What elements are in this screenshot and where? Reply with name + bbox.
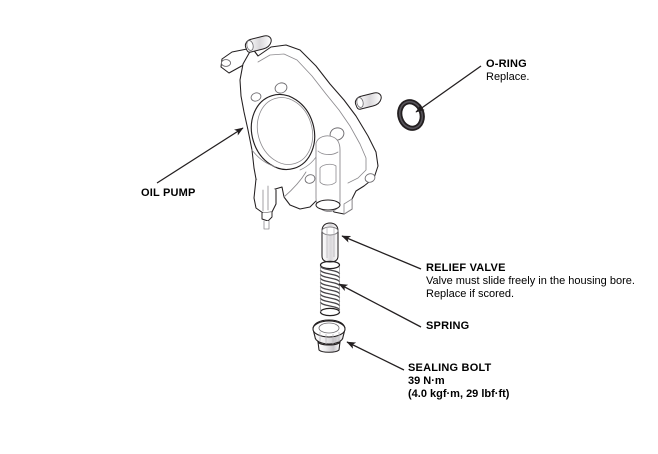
callout-o-ring-note: Replace.	[486, 70, 530, 83]
callout-spring-heading: SPRING	[426, 320, 470, 332]
callout-o-ring: O-RING Replace.	[486, 58, 529, 84]
leader-sealing-bolt	[346, 341, 405, 371]
callout-relief-valve-heading: RELIEF VALVE	[426, 262, 506, 274]
relief-valve-plunger	[321, 222, 339, 263]
sealing-bolt	[312, 319, 346, 353]
callout-oil-pump-heading: OIL PUMP	[141, 187, 196, 199]
leader-relief-valve	[341, 235, 422, 270]
oil-pump-housing	[220, 44, 379, 230]
callout-relief-valve-note-1: Valve must slide freely in the housing b…	[426, 274, 635, 287]
callout-sealing-bolt-torque-alt: (4.0 kgf·m, 29 lbf·ft)	[408, 387, 510, 400]
callout-spring: SPRING	[426, 320, 469, 333]
leader-spring	[338, 283, 422, 328]
dowel-pin-right	[354, 92, 382, 110]
leader-o-ring	[415, 65, 482, 113]
callout-relief-valve-note-2: Replace if scored.	[426, 287, 515, 300]
coil-spring	[319, 260, 341, 317]
dowel-pin-top	[244, 35, 272, 53]
callout-sealing-bolt: SEALING BOLT 39 N·m (4.0 kgf·m, 29 lbf·f…	[408, 362, 509, 401]
leader-oil-pump	[156, 127, 244, 184]
o-ring	[397, 99, 425, 131]
callout-sealing-bolt-heading: SEALING BOLT	[408, 362, 492, 374]
callout-oil-pump: OIL PUMP	[141, 187, 196, 200]
leader-lines	[156, 65, 482, 371]
callout-relief-valve: RELIEF VALVE Valve must slide freely in …	[426, 262, 635, 301]
callout-o-ring-heading: O-RING	[486, 58, 527, 70]
callout-sealing-bolt-torque: 39 N·m	[408, 374, 445, 387]
